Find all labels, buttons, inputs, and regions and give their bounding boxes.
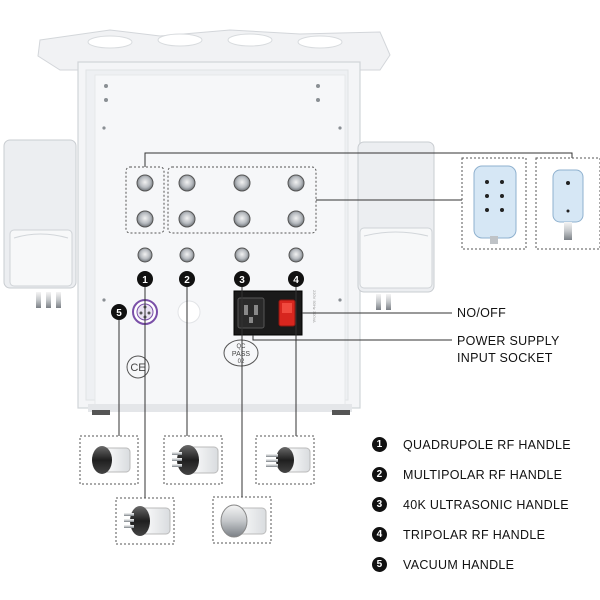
legend-item-4: 4 TRIPOLAR RF HANDLE: [372, 527, 545, 542]
ultrasonic-handle-image: [212, 496, 272, 544]
qc-pass-sticker: QC PASS 02: [223, 339, 259, 367]
air-outlet: [177, 300, 201, 324]
pad-connector[interactable]: [233, 174, 251, 192]
pad-connector[interactable]: [287, 174, 305, 192]
tripolar-handle-image: [255, 435, 315, 485]
legend-number: 1: [372, 437, 387, 452]
multipolar-pad-box: [461, 157, 527, 250]
pad-connector[interactable]: [178, 210, 196, 228]
legend-label: 40K ULTRASONIC HANDLE: [403, 497, 569, 512]
vacuum-handle-image: [79, 435, 139, 485]
legend-number: 5: [372, 557, 387, 572]
device-body: [77, 61, 361, 415]
legend-label: TRIPOLAR RF HANDLE: [403, 527, 546, 542]
power-panel: [233, 290, 303, 336]
quadrupole-handle-image: [115, 497, 175, 545]
port-number-1: 1: [142, 275, 148, 286]
pad-connector-group-right: [167, 166, 317, 234]
handle-holder-rack: [37, 29, 391, 71]
right-side-pad-holder: [357, 141, 435, 310]
legend-item-3: 3 40K ULTRASONIC HANDLE: [372, 497, 569, 512]
handle-port-2[interactable]: [179, 247, 195, 263]
legend-label: VACUUM HANDLE: [403, 557, 515, 572]
pad-connector[interactable]: [136, 174, 154, 192]
handle-port-1[interactable]: [137, 247, 153, 263]
leader-lines: [118, 152, 573, 498]
svg-text:CE: CE: [130, 362, 145, 374]
handle-port-3[interactable]: [234, 247, 250, 263]
port-number-badges: 1 2 3 4 5: [111, 271, 304, 320]
legend-number: 2: [372, 467, 387, 482]
multipolar-handle-image: [163, 435, 223, 485]
legend-number: 3: [372, 497, 387, 512]
pad-connectors: [136, 174, 305, 228]
power-socket-label-line2: INPUT SOCKET: [457, 351, 553, 365]
svg-text:PASS: PASS: [232, 351, 250, 358]
pad-connector-group-left: [125, 166, 165, 234]
pad-connector[interactable]: [233, 210, 251, 228]
svg-text:QC: QC: [237, 344, 247, 350]
port-number-2: 2: [184, 275, 190, 286]
pad-connector[interactable]: [178, 174, 196, 192]
left-side-pad-holder: [3, 139, 77, 308]
port-number-5: 5: [116, 308, 122, 319]
rating-label: 220V 50Hz 300VA: [312, 290, 317, 323]
legend-number: 4: [372, 527, 387, 542]
legend-label: QUADRUPOLE RF HANDLE: [403, 437, 571, 452]
pad-connector[interactable]: [287, 210, 305, 228]
handle-ports: [137, 247, 304, 263]
port-number-3: 3: [239, 275, 245, 286]
power-socket-label-line1: POWER SUPPLY: [457, 334, 560, 348]
tripolar-pad-box: [535, 157, 600, 250]
switch-label: NO/OFF: [457, 306, 507, 320]
legend-item-5: 5 VACUUM HANDLE: [372, 557, 514, 572]
ce-mark: CE: [126, 355, 150, 379]
legend-item-2: 2 MULTIPOLAR RF HANDLE: [372, 467, 562, 482]
port-number-4: 4: [293, 275, 299, 286]
legend-label: MULTIPOLAR RF HANDLE: [403, 467, 563, 482]
handle-port-4[interactable]: [288, 247, 304, 263]
pad-connector[interactable]: [136, 210, 154, 228]
legend-item-1: 1 QUADRUPOLE RF HANDLE: [372, 437, 571, 452]
svg-text:02: 02: [238, 359, 245, 365]
